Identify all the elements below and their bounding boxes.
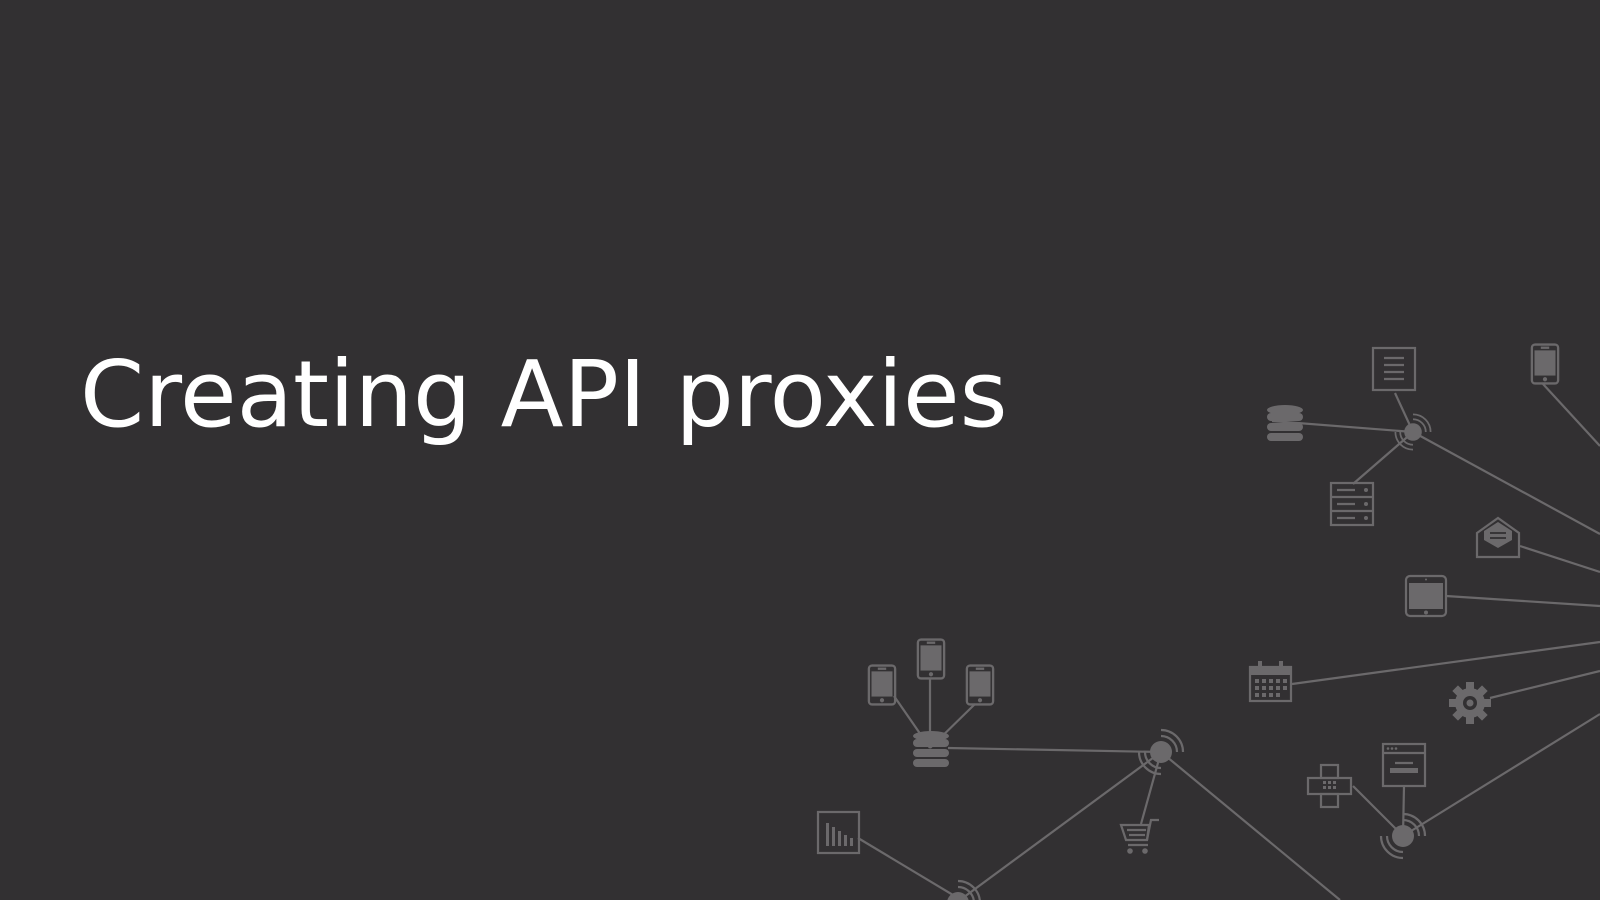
database-icon — [1267, 405, 1303, 441]
calendar-icon — [1248, 661, 1293, 703]
browser-window-icon — [1381, 742, 1427, 788]
document-icon — [1371, 346, 1417, 392]
phone-icon — [1530, 343, 1560, 385]
phone-icon — [916, 638, 946, 680]
slide-title: Creating API proxies — [80, 341, 1008, 448]
server-icon — [1329, 481, 1375, 527]
shopping-cart-icon — [1119, 818, 1159, 854]
gear-icon — [1449, 682, 1491, 724]
hub-node-icon — [1394, 413, 1432, 451]
envelope-icon — [1475, 516, 1521, 559]
hub-node-icon — [1137, 728, 1185, 776]
phone-icon — [867, 664, 897, 706]
database-icon — [913, 731, 949, 767]
network-edges — [857, 383, 1600, 900]
tablet-icon — [1404, 574, 1448, 618]
fax-machine-icon — [1306, 763, 1353, 809]
bar-chart-icon — [816, 810, 861, 855]
phone-icon — [965, 664, 995, 706]
